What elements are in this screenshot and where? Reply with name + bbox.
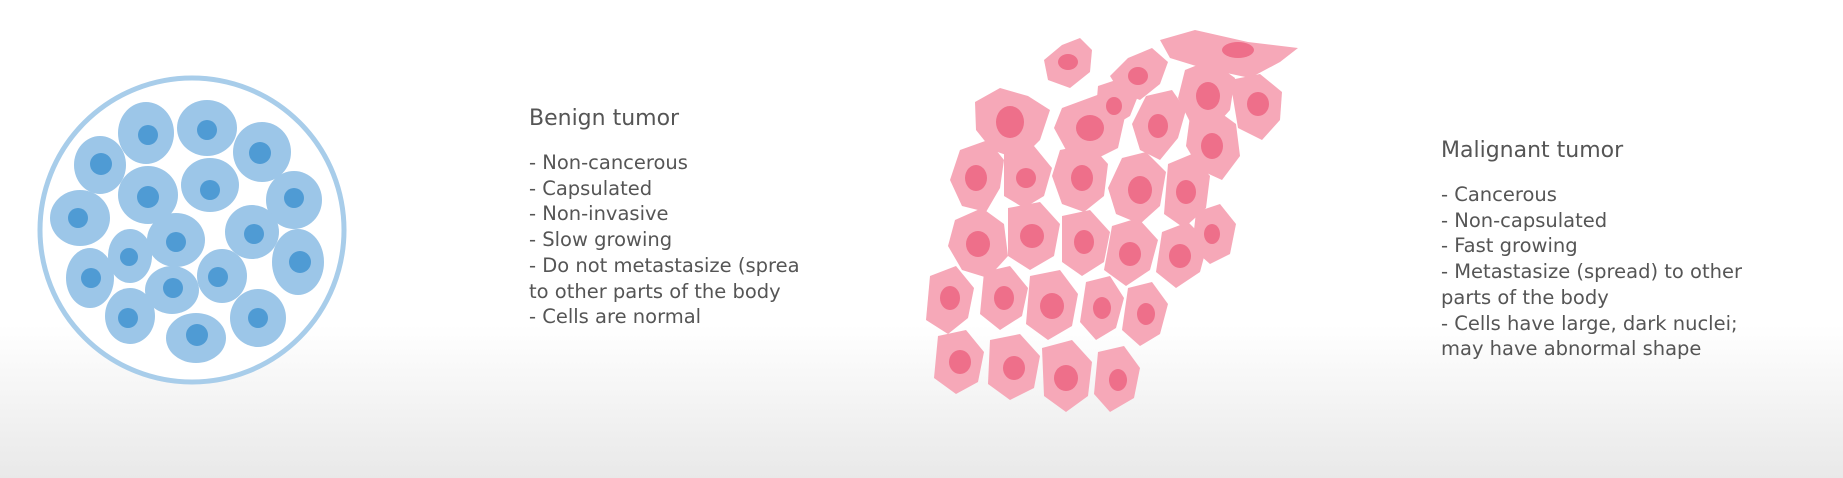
benign-cells <box>50 100 324 363</box>
benign-item: - Non-invasive <box>529 202 669 226</box>
malignant-item: - Cancerous <box>1441 183 1557 206</box>
malignant-cells <box>926 30 1298 412</box>
benign-item: - Capsulated <box>529 176 653 200</box>
malignant-nuclei <box>940 42 1269 391</box>
benign-item: - Cells are normal <box>529 305 702 329</box>
malignant-tumor-text: Malignant tumor - Cancerous - Non-capsul… <box>1441 138 1781 362</box>
malignant-item: - Cells have large, dark nuclei; may hav… <box>1441 311 1738 361</box>
benign-item: - Non-cancerous <box>529 151 688 174</box>
malignant-tumor-illustration <box>926 30 1298 412</box>
benign-item: to other parts of the body <box>529 279 781 303</box>
benign-item: - Do not metastasize (sprea <box>529 253 800 277</box>
malignant-item: - Non-capsulated <box>1441 208 1608 232</box>
benign-tumor-illustration <box>37 75 347 385</box>
malignant-item: - Metastasize (spread) to other parts of… <box>1441 260 1743 309</box>
benign-item: - Slow growing <box>529 228 673 252</box>
malignant-item: - Fast growing <box>1441 234 1578 258</box>
benign-tumor-heading: Benign tumor <box>529 106 680 131</box>
malignant-tumor-heading: Malignant tumor <box>1441 138 1624 163</box>
benign-nuclei <box>68 120 311 346</box>
benign-tumor-text: Benign tumor - Non-cancerous - Capsulate… <box>529 106 829 330</box>
